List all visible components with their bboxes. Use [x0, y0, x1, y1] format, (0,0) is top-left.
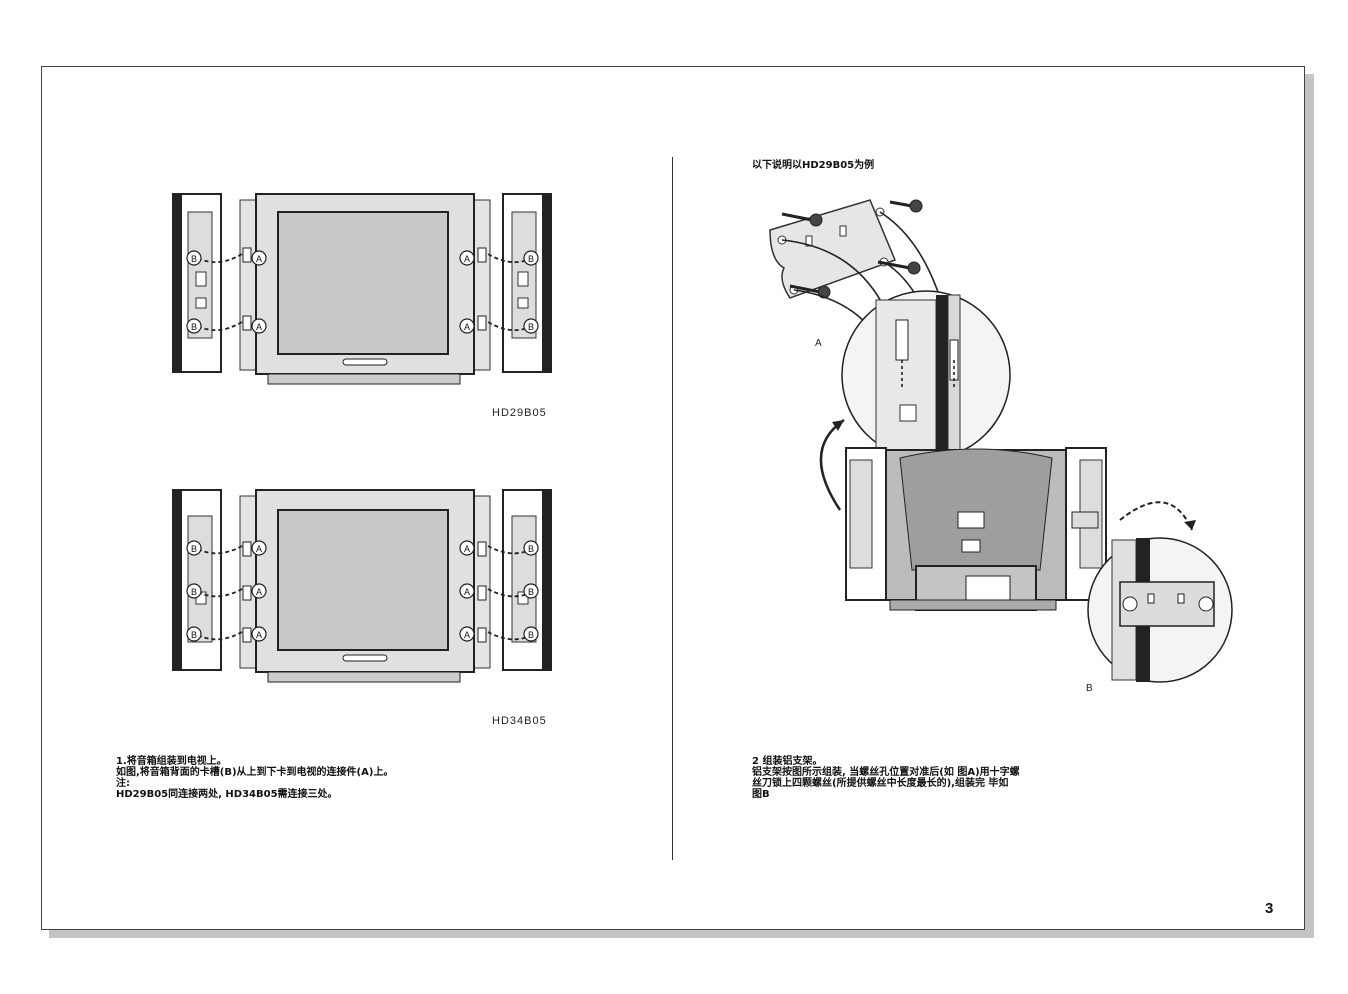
bracket-assembly-diagram: [769, 199, 1233, 683]
label-b: B: [191, 322, 197, 332]
label-b: B: [191, 544, 197, 554]
instruction-line: 注:: [116, 778, 130, 789]
label-a: A: [256, 587, 262, 597]
figure-hd29b05: B B A A A A B B: [172, 193, 552, 385]
example-caption: 以下说明以HD29B05为例: [752, 160, 875, 171]
label-b: B: [191, 254, 197, 264]
label-a: A: [256, 322, 262, 332]
instruction-line: 铝支架按图所示组装, 当螺丝孔位置对准后(如 图A)用十字螺: [752, 767, 1020, 778]
instruction-line: 1.将音箱组装到电视上。: [116, 756, 227, 767]
model-label-hd29b05: HD29B05: [492, 407, 547, 419]
callout-b: B: [1086, 683, 1093, 694]
callout-a: A: [815, 338, 822, 349]
instruction-line: 图B: [752, 789, 770, 800]
label-a: A: [464, 587, 470, 597]
label-a: A: [464, 322, 470, 332]
label-b: B: [191, 630, 197, 640]
left-instructions: 1.将音箱组装到电视上。 如图,将音箱背面的卡槽(B)从上到下卡到电视的连接件(…: [116, 756, 393, 800]
label-b: B: [528, 254, 534, 264]
label-b: B: [528, 322, 534, 332]
label-a: A: [464, 630, 470, 640]
label-b: B: [528, 544, 534, 554]
label-b: B: [191, 587, 197, 597]
label-a: A: [256, 544, 262, 554]
label-a: A: [464, 544, 470, 554]
column-divider: [672, 157, 673, 860]
label-b: B: [528, 630, 534, 640]
right-instructions: 2 组装铝支架。 铝支架按图所示组装, 当螺丝孔位置对准后(如 图A)用十字螺 …: [752, 756, 1020, 800]
instruction-line: HD29B05同连接两处, HD34B05需连接三处。: [116, 789, 338, 800]
instruction-line: 如图,将音箱背面的卡槽(B)从上到下卡到电视的连接件(A)上。: [116, 767, 394, 778]
label-b: B: [528, 587, 534, 597]
model-label-hd34b05: HD34B05: [492, 715, 547, 727]
instruction-line: 丝刀锁上四颗螺丝(所提供螺丝中长度最长的),组装完 毕如: [752, 778, 1009, 789]
figure-hd34b05: B B B A A A A A A B B B: [172, 489, 552, 683]
label-a: A: [256, 254, 262, 264]
label-a: A: [256, 630, 262, 640]
label-a: A: [464, 254, 470, 264]
page-number: 3: [1265, 900, 1274, 917]
instruction-line: 2 组装铝支架。: [752, 756, 823, 767]
